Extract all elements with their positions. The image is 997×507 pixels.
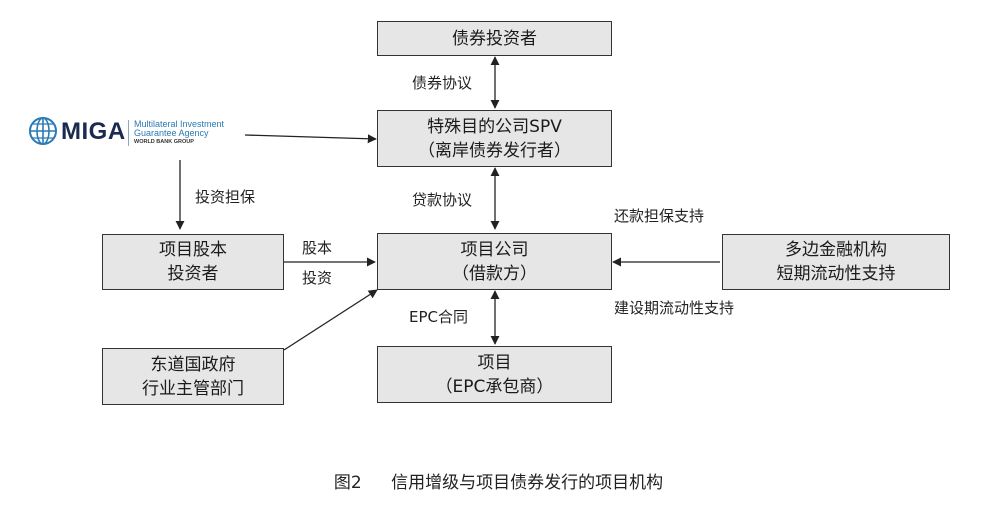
epc-contract-label: EPC合同 xyxy=(409,308,468,326)
equity-investor-box: 项目股本 投资者 xyxy=(102,234,284,290)
loan-agreement-label: 贷款协议 xyxy=(412,191,473,209)
host-gov-box: 东道国政府 行业主管部门 xyxy=(102,348,284,405)
multilateral-line2: 短期流动性支持 xyxy=(776,264,896,284)
spv-box: 特殊目的公司SPV （离岸债券发行者） xyxy=(377,110,612,167)
equity-label-line2: 投资 xyxy=(302,269,333,287)
project-company-line2: （借款方） xyxy=(452,263,537,284)
logo-subtitle-line2: Guarantee Agency xyxy=(134,128,209,138)
figure-caption: 图2 信用增级与项目债券发行的项目机构 xyxy=(0,468,997,493)
figure-number: 图2 xyxy=(333,473,362,493)
spv-label-line2: （离岸债券发行者） xyxy=(418,140,571,161)
miga-wordmark: MIGA xyxy=(61,118,126,145)
host-gov-line1: 东道国政府 xyxy=(150,354,236,375)
logo-divider xyxy=(128,120,129,146)
miga-logo: MIGA Multilateral Investment Guarantee A… xyxy=(28,115,238,157)
project-company-line1: 项目公司 xyxy=(460,239,529,260)
globe-icon xyxy=(29,117,57,145)
equity-investor-line2: 投资者 xyxy=(167,264,219,284)
host-gov-line2: 行业主管部门 xyxy=(142,378,244,399)
logo-subtitle-line1: Multilateral Investment xyxy=(134,119,225,129)
equity-investor-line1: 项目股本 xyxy=(159,240,227,260)
project-box: 项目 （EPC承包商） xyxy=(377,346,612,403)
figure-title: 信用增级与项目债券发行的项目机构 xyxy=(391,473,664,493)
bond-investor-box: 债券投资者 xyxy=(377,21,612,56)
equity-label-line1: 股本 xyxy=(302,239,333,257)
arrow-gov-company xyxy=(283,289,378,351)
multilateral-line1: 多边金融机构 xyxy=(785,240,887,260)
bond-investor-label: 债券投资者 xyxy=(452,28,537,49)
project-company-box: 项目公司 （借款方） xyxy=(377,233,612,290)
logo-group: WORLD BANK GROUP xyxy=(134,139,194,145)
bond-agreement-label: 债券协议 xyxy=(412,74,473,92)
investment-guarantee-label: 投资担保 xyxy=(195,188,256,206)
multilateral-box: 多边金融机构 短期流动性支持 xyxy=(722,234,950,290)
construction-liquidity-label: 建设期流动性支持 xyxy=(614,299,735,317)
project-line2: （EPC承包商） xyxy=(435,376,554,397)
project-line1: 项目 xyxy=(477,352,512,373)
repayment-guarantee-label: 还款担保支持 xyxy=(614,207,705,225)
spv-label-line1: 特殊目的公司SPV xyxy=(427,116,562,137)
arrow-miga-spv xyxy=(244,134,377,144)
